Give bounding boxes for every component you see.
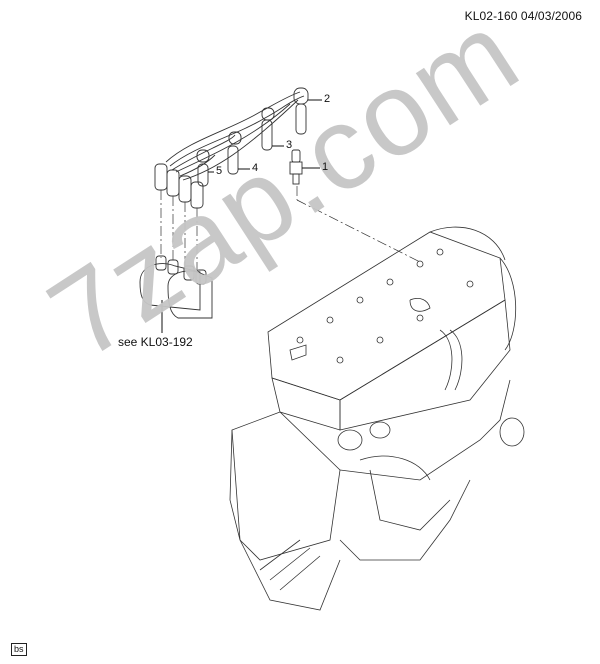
callout-1[interactable]: 1 — [322, 161, 329, 173]
ignition-lead-set — [154, 87, 309, 209]
diagram-code-date: KL02-160 04/03/2006 — [464, 9, 582, 23]
see-reference-link[interactable]: see KL03-192 — [118, 335, 193, 349]
callout-3[interactable]: 3 — [286, 139, 293, 151]
spark-plug — [289, 149, 303, 185]
callout-2[interactable]: 2 — [324, 93, 331, 105]
bs-badge: bs — [11, 643, 27, 656]
callout-5[interactable]: 5 — [216, 165, 223, 177]
callout-4[interactable]: 4 — [252, 162, 259, 174]
ignition-coil — [139, 255, 213, 319]
engine-assembly — [229, 226, 525, 611]
